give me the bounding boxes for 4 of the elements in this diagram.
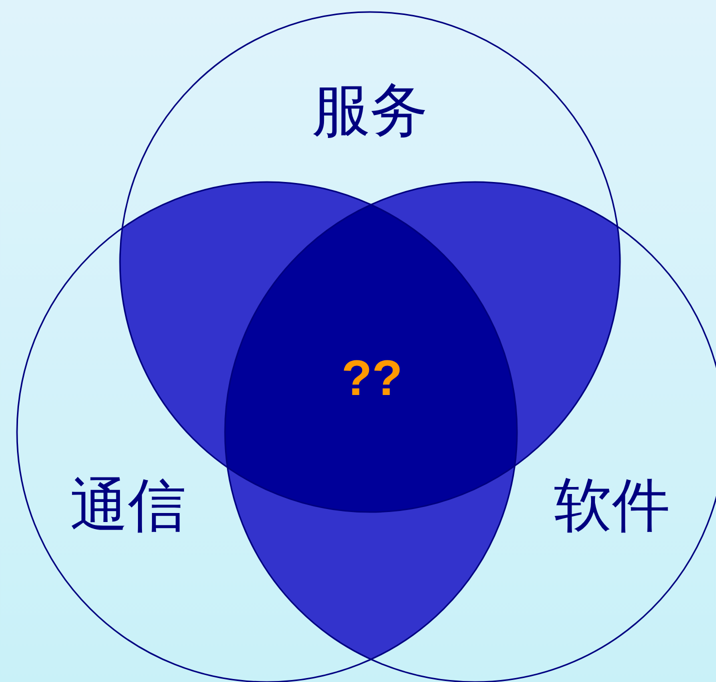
circle-label: 通信 (70, 476, 186, 534)
center-label: ?? (341, 353, 403, 403)
circle-label: 服务 (312, 81, 428, 139)
circle-label: 软件 (554, 476, 670, 534)
